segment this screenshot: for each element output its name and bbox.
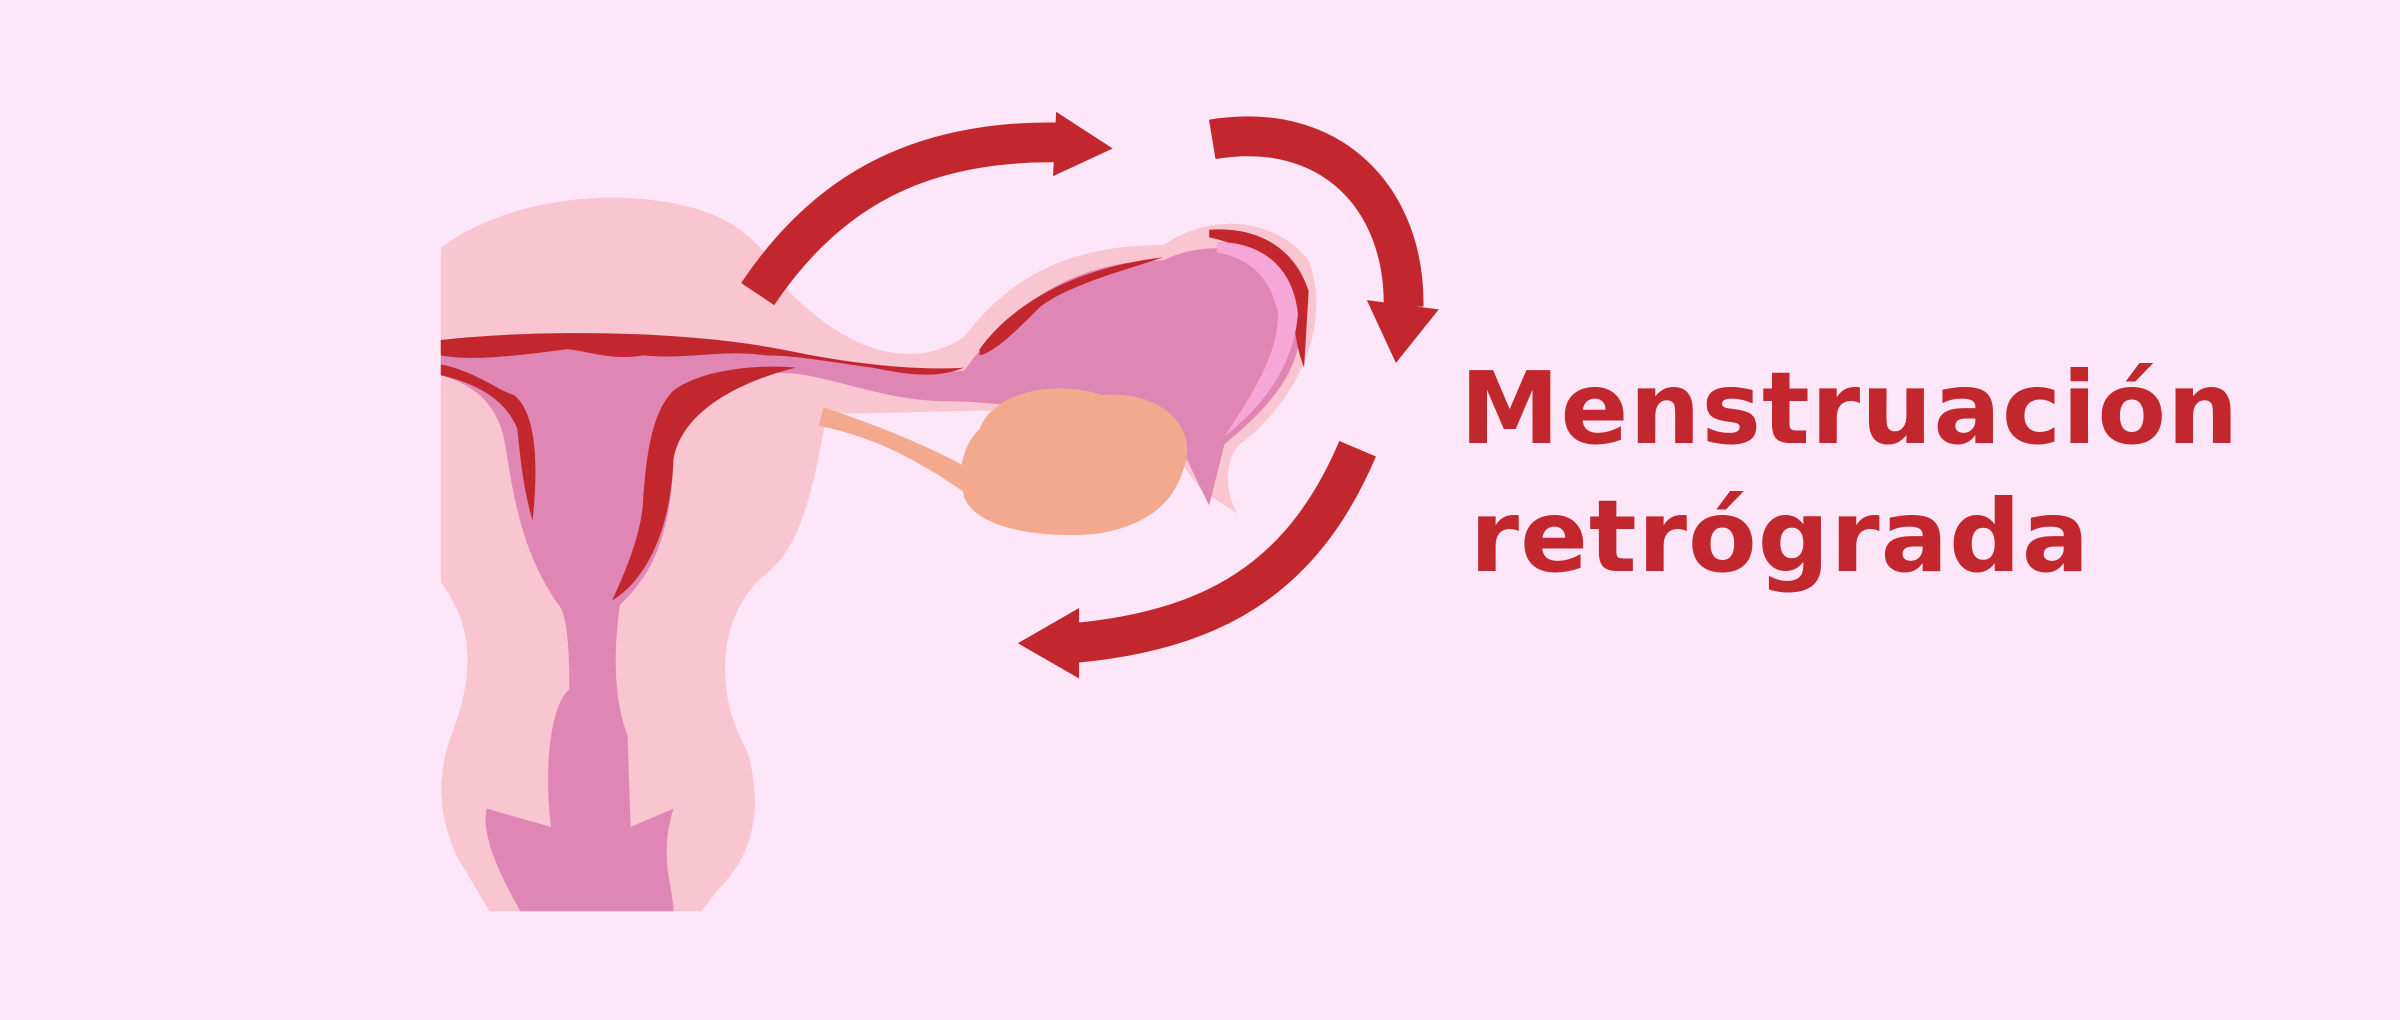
cycle-arrows xyxy=(741,116,1424,664)
arrow-up-right-shaft xyxy=(741,122,1057,306)
arrow-down-icon xyxy=(1366,300,1439,363)
ovary xyxy=(961,388,1188,536)
fimbria-highlight xyxy=(1216,241,1298,437)
arrow-up-right-icon xyxy=(1053,111,1113,177)
title-line-1: Menstruación xyxy=(1460,350,2240,467)
arrow-down-shaft xyxy=(1208,116,1424,307)
arrow-back-left-shaft xyxy=(1069,440,1376,664)
diagram-title: Menstruación retrógrada xyxy=(1460,345,2240,601)
ovarian-ligament xyxy=(818,407,980,498)
arrow-back-left-icon xyxy=(1017,608,1080,679)
endometrium-blood xyxy=(440,229,1309,601)
title-line-2: retrógrada xyxy=(1469,478,2091,595)
uterus-cavity xyxy=(440,248,1303,912)
